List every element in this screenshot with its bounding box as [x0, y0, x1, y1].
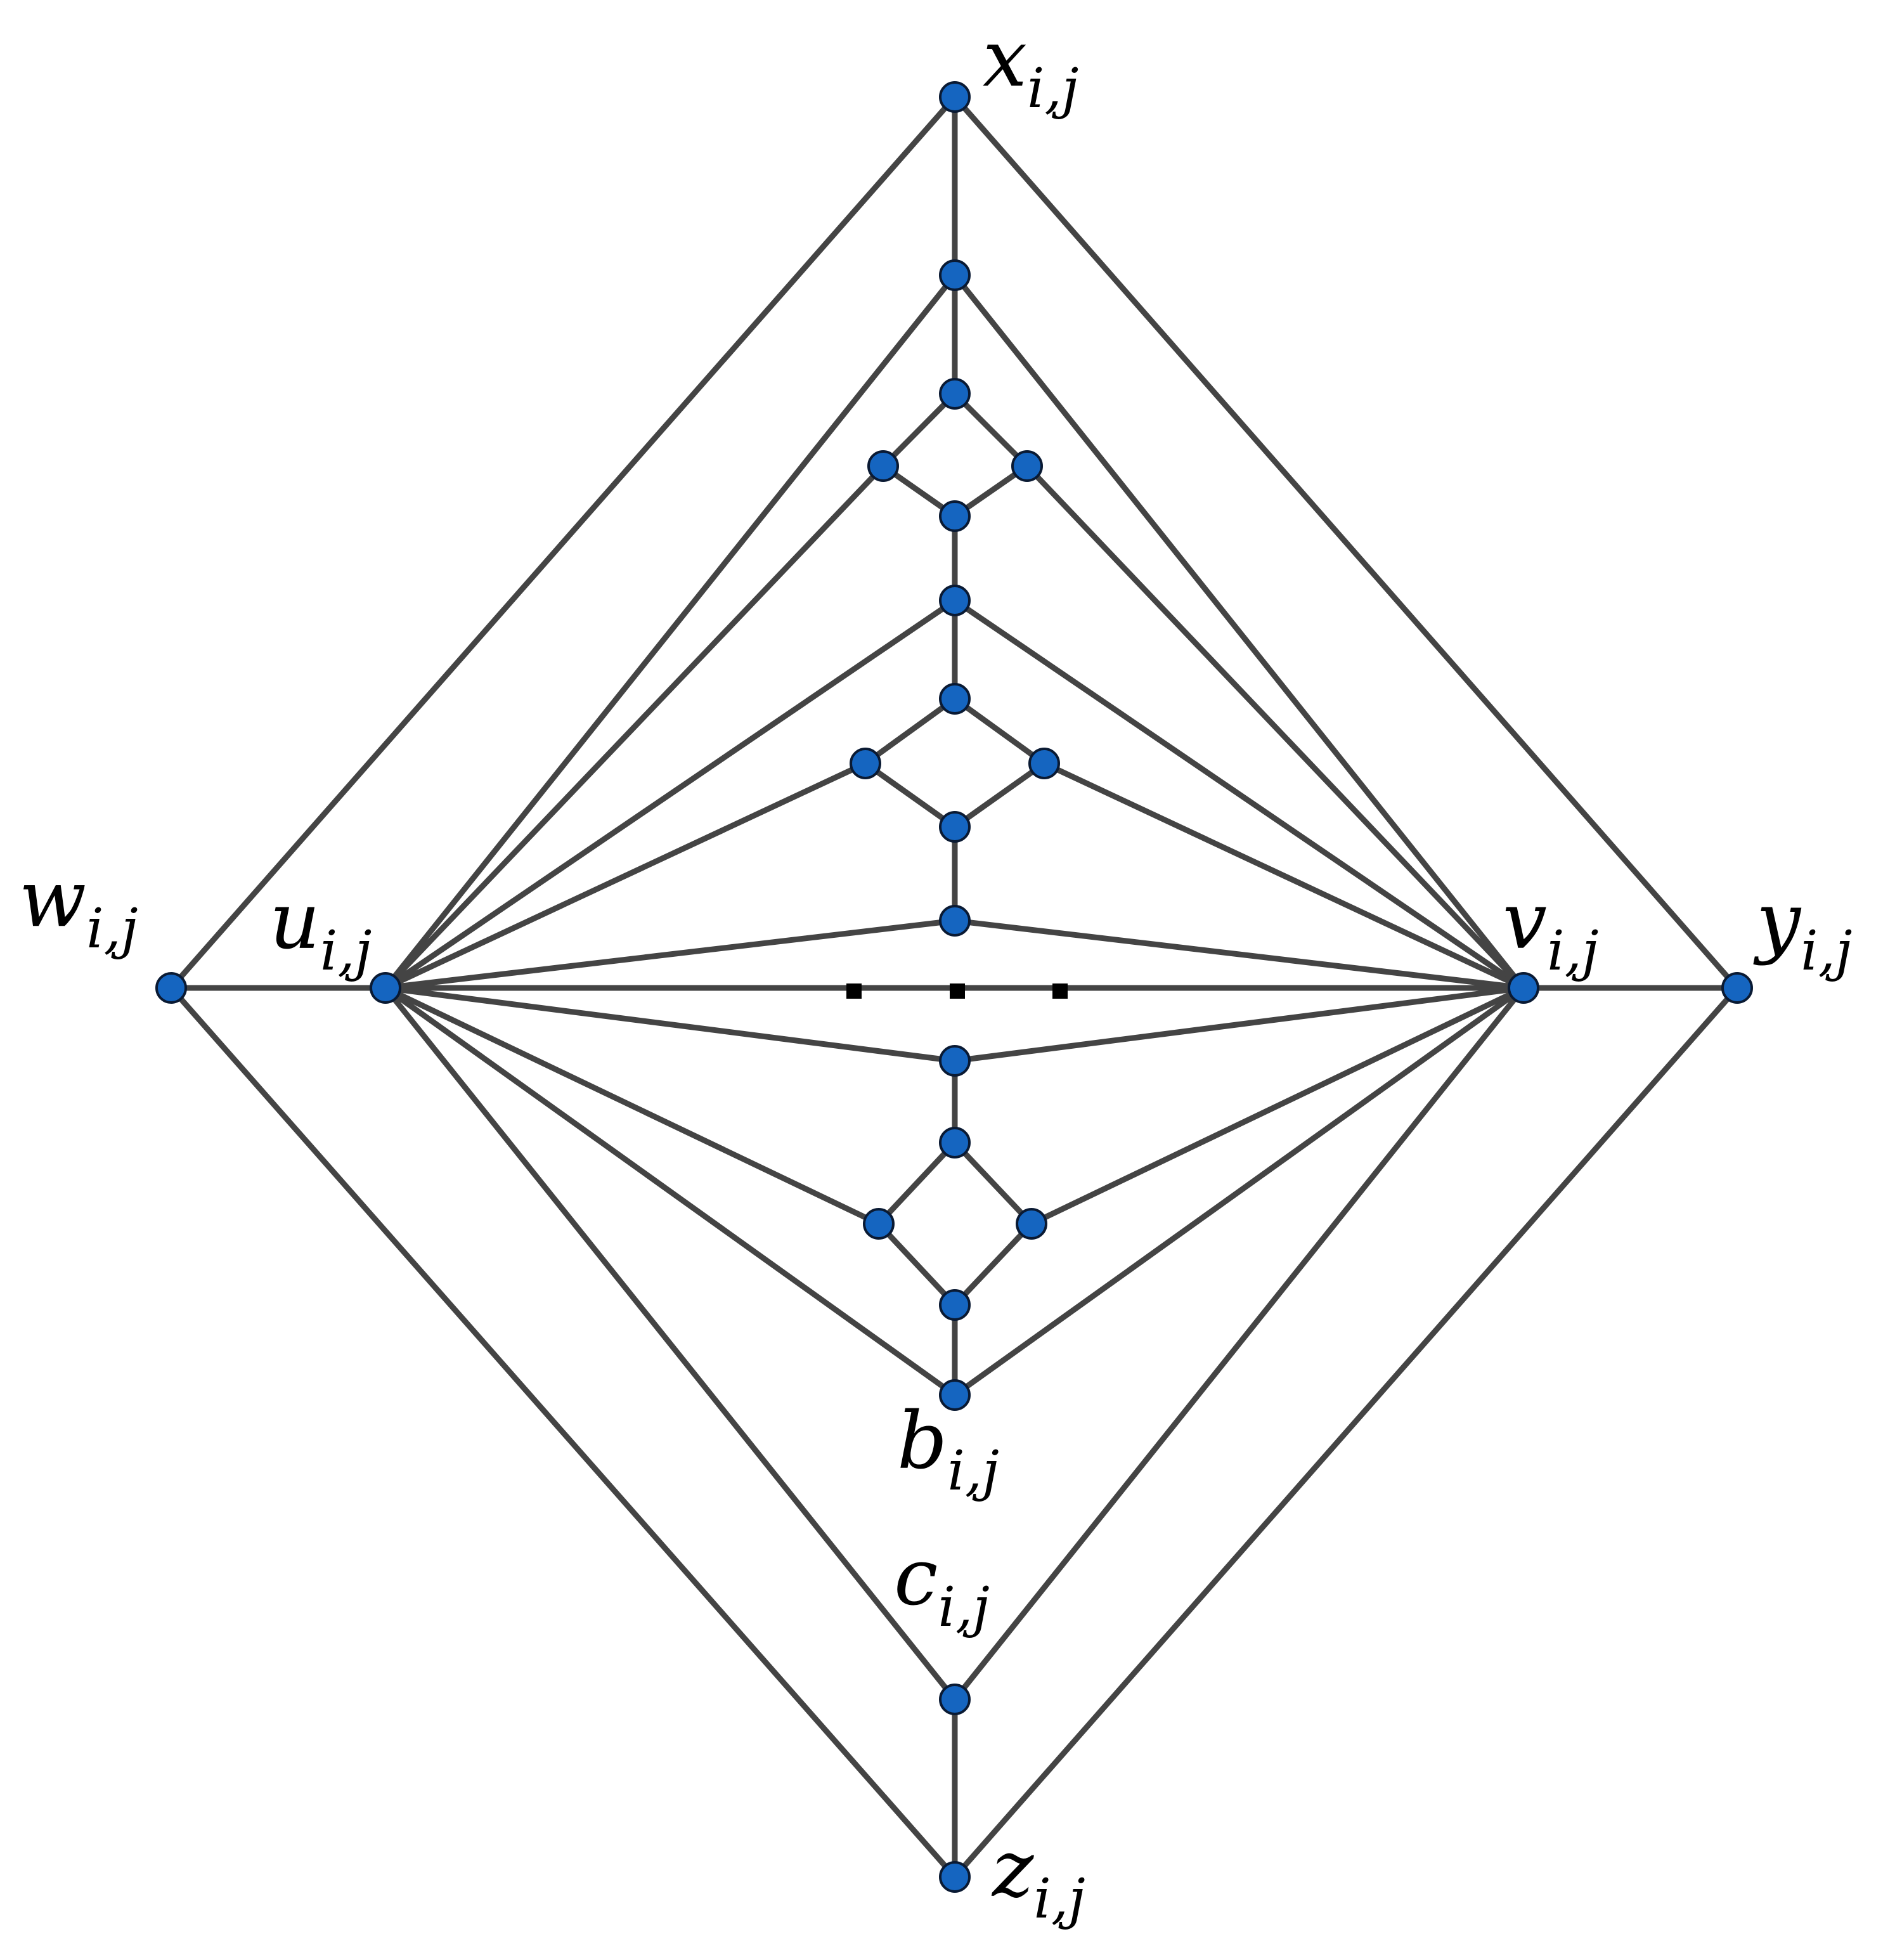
edge-d3t-d3l [876, 1139, 958, 1227]
edge-d3r-d3b [952, 1221, 1035, 1308]
node-d1t [939, 378, 971, 410]
ellipsis-dot-3 [1052, 983, 1068, 999]
node-d1r [1011, 450, 1043, 482]
edge-u-tt [382, 272, 958, 991]
edge-d1t-d1r [952, 391, 1030, 469]
svg-text:bi,j: bi,j [897, 1396, 999, 1503]
edge-v-d2r [1041, 760, 1527, 991]
label-b: bi,j [897, 1396, 999, 1503]
nodes [155, 81, 1753, 1893]
svg-text:vi,j: vi,j [1503, 876, 1599, 983]
edge-v-d3r [1028, 985, 1527, 1227]
edge-v-m1 [952, 597, 1527, 991]
edge-d3t-d3r [952, 1139, 1035, 1227]
node-d2t [939, 683, 971, 715]
edge-v-b [952, 985, 1527, 1398]
svg-text:zi,j: zi,j [991, 1824, 1085, 1931]
ellipsis-dot-2 [950, 983, 965, 999]
node-d1l [867, 450, 899, 482]
node-u [370, 972, 401, 1004]
edge-x-y [952, 94, 1740, 991]
edge-v-m3 [952, 985, 1527, 1064]
node-m3 [939, 1045, 971, 1077]
node-d3b [939, 1289, 971, 1321]
edge-v-c [952, 985, 1527, 1703]
label-y: yi,j [1753, 876, 1853, 983]
edge-d3l-d3b [876, 1221, 958, 1308]
edge-d2t-d2l [862, 696, 958, 767]
edge-u-m2 [382, 918, 958, 991]
node-tt [939, 259, 971, 291]
edge-w-z [168, 985, 958, 1880]
node-d3t [939, 1127, 971, 1158]
edge-d1t-d1l [880, 391, 958, 469]
edge-u-d1l [382, 463, 886, 991]
node-m2 [939, 905, 971, 937]
node-z [939, 1861, 971, 1893]
label-x: xi,j [983, 13, 1078, 120]
edge-v-tt [952, 272, 1527, 991]
edge-d2l-d2b [862, 760, 958, 830]
node-m1 [939, 585, 971, 616]
edge-w-x [168, 94, 958, 991]
node-v [1508, 972, 1539, 1004]
edge-y-z [952, 985, 1740, 1880]
svg-text:yi,j: yi,j [1753, 876, 1853, 983]
ellipsis-dot-1 [846, 983, 862, 999]
node-d1b [939, 500, 971, 532]
node-d2r [1028, 748, 1060, 779]
label-z: zi,j [991, 1824, 1085, 1931]
edge-u-b [382, 985, 958, 1398]
node-x [939, 81, 971, 113]
node-w [155, 972, 187, 1004]
ellipsis-dots [846, 983, 1068, 999]
edge-v-d1r [1024, 463, 1527, 991]
node-d3l [863, 1208, 895, 1240]
node-c [939, 1684, 971, 1715]
edge-u-c [382, 985, 958, 1703]
edge-d2t-d2r [952, 696, 1047, 767]
label-v: vi,j [1503, 876, 1599, 983]
node-b [939, 1379, 971, 1411]
edge-u-m1 [382, 597, 958, 991]
svg-text:wi,j: wi,j [19, 853, 138, 961]
node-d2b [939, 811, 971, 843]
edge-d2r-d2b [952, 760, 1047, 830]
node-y [1721, 972, 1753, 1004]
edges [168, 94, 1740, 1880]
svg-text:ci,j: ci,j [894, 1532, 990, 1639]
edge-v-m2 [952, 918, 1527, 991]
label-w: wi,j [19, 853, 138, 961]
label-u: ui,j [269, 876, 372, 983]
edge-u-d2l [382, 760, 869, 991]
node-d3r [1016, 1208, 1047, 1240]
node-d2l [850, 748, 881, 779]
svg-text:ui,j: ui,j [269, 876, 372, 983]
svg-text:xi,j: xi,j [983, 13, 1078, 120]
edge-u-m3 [382, 985, 958, 1064]
label-c: ci,j [894, 1532, 990, 1639]
edge-u-d3l [382, 985, 882, 1227]
